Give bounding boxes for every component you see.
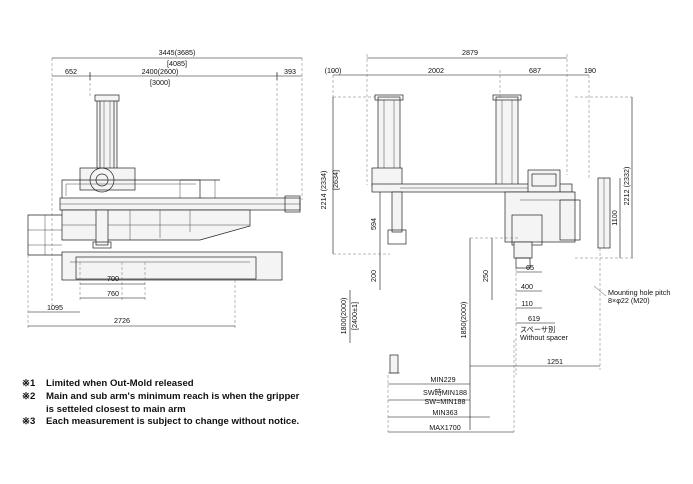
dim-1800: 1800(2000) [339,298,348,335]
right-view-dimensions: 2879 (100) 2002 687 190 2214 (2334) [263… [319,48,670,433]
dim-619: 619 [528,314,540,323]
dim-1095: 1095 [47,303,63,312]
dim-3000: [3000] [150,78,170,87]
dim-2002: 2002 [428,66,444,75]
left-view-dimensions: 3445(3685) [4085] 652 2400(2600) [3000] … [27,48,303,330]
dim-2400-tol: [2400±1] [350,302,359,330]
note-1-mark: ※1 [22,378,36,389]
note-2-text: Main and sub arm's minimum reach is when… [46,391,300,402]
dim-687: 687 [529,66,541,75]
dim-1251: 1251 [547,357,563,366]
dim-max1700: MAX1700 [429,423,461,432]
dim-spacer-jp: スペーサ別 [520,325,555,334]
dim-overall-bracket: [4085] [167,59,187,68]
dim-1100: 1100 [610,210,619,225]
dim-overall: 3445(3685) [159,48,196,57]
dim-2214: 2214 (2334) [319,171,328,210]
dim-sw-min188: SW=MIN188 [425,397,466,406]
dim-1850: 1850(2000) [459,302,468,339]
dim-760: 760 [107,289,119,298]
note-2-text-cont: is setteled closest to main arm [46,404,186,415]
dim-652: 652 [65,67,77,76]
dim-2879: 2879 [462,48,478,57]
dim-190: 190 [584,66,596,75]
dim-65: 65 [526,263,534,272]
dim-min229: MIN229 [430,375,455,384]
left-view-machine [27,94,301,281]
note-3-mark: ※3 [22,416,35,427]
dim-min363: MIN363 [432,408,457,417]
dim-2400: 2400(2600) [142,67,179,76]
dim-sw-min188-jp: SW時MIN188 [423,388,467,397]
mounting-line2: 8×φ22 (M20) [608,296,650,305]
right-view-machine [371,94,611,374]
dim-200: 200 [369,270,378,282]
dim-2212: 2212 (2332) [622,167,631,206]
note-3-text: Each measurement is subject to change wi… [46,416,299,427]
dim-400: 400 [521,282,533,291]
footnotes: ※1 Limited when Out-Mold released ※2 Mai… [22,378,300,427]
dim-100: (100) [325,66,342,75]
dim-2726: 2726 [114,316,130,325]
dim-700: 700 [107,274,119,283]
dim-250: 250 [481,270,490,282]
dim-393: 393 [284,67,296,76]
mounting-line1: Mounting hole pitch [608,288,670,297]
dim-594: 594 [369,218,378,230]
dim-2634: [2634] [331,170,340,190]
dim-110: 110 [521,299,532,308]
note-2-mark: ※2 [22,391,35,402]
note-1-text: Limited when Out-Mold released [46,378,194,389]
dim-without-spacer: Without spacer [520,333,569,342]
